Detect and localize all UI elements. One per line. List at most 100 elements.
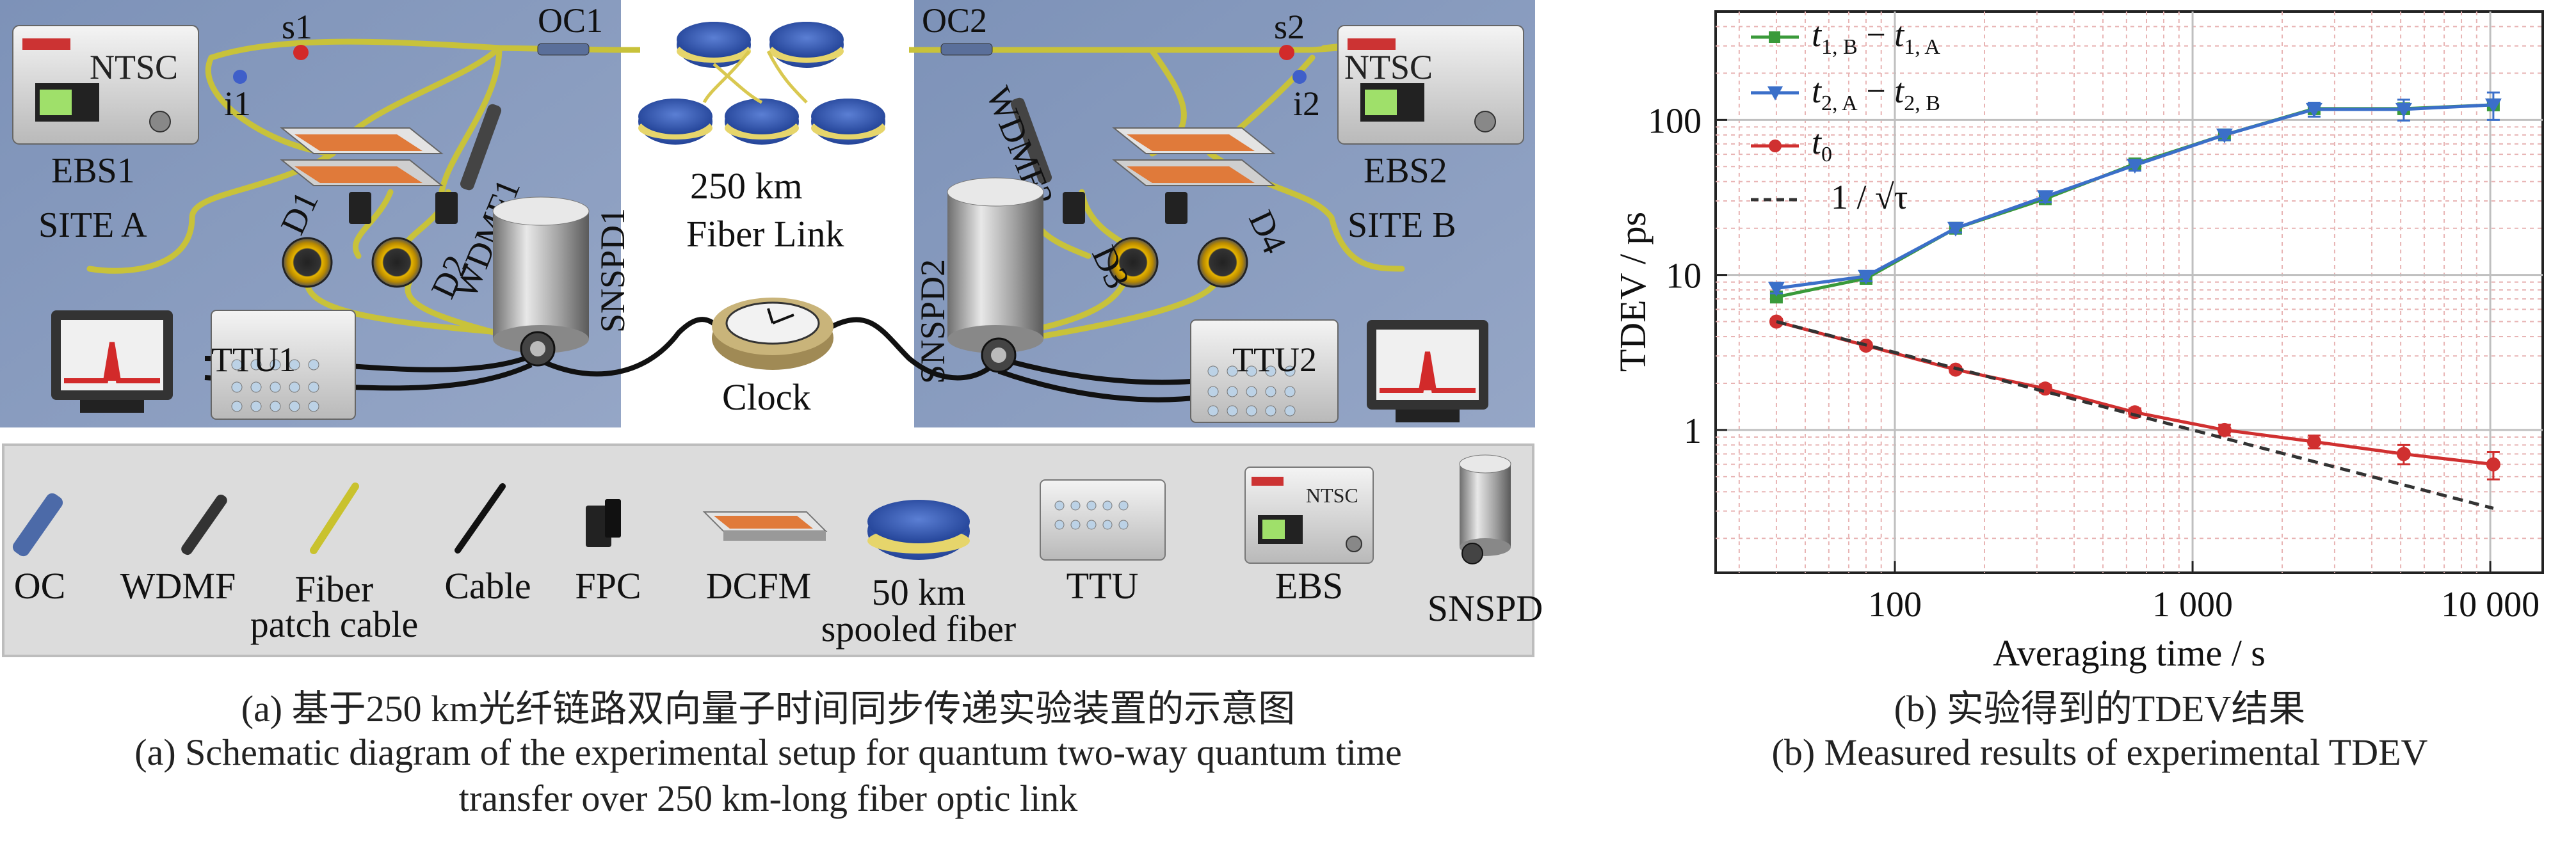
caption-a-chinese: (a) 基于250 km光纤链路双向量子时间同步传递实验装置的示意图 bbox=[241, 688, 1296, 730]
scope-a bbox=[51, 310, 173, 413]
i1-label: i1 bbox=[224, 84, 251, 123]
legend-fpc-label: FPC bbox=[575, 565, 641, 607]
oc2-label: OC2 bbox=[922, 1, 987, 40]
ebs2-brand-label: NTSC bbox=[1344, 48, 1433, 86]
wdmf-icon bbox=[181, 494, 227, 555]
data-point bbox=[2217, 422, 2232, 437]
spooled-fiber-icon bbox=[867, 500, 970, 560]
oc2-coupler bbox=[940, 43, 993, 56]
legend-marker-3 bbox=[1769, 140, 1782, 152]
fpc-2 bbox=[435, 192, 458, 224]
legend-entry-2: t2, A − t2, B bbox=[1812, 72, 1940, 115]
snspd-icon bbox=[1459, 454, 1511, 564]
fiber-spools bbox=[638, 22, 885, 145]
y-axis-label: TDEV / ps bbox=[1612, 212, 1654, 372]
ebs-icon-brand: NTSC bbox=[1306, 484, 1358, 507]
d2-detector bbox=[371, 237, 423, 288]
data-point bbox=[1767, 282, 1785, 297]
data-point bbox=[2036, 190, 2054, 205]
dcfm-b bbox=[1112, 127, 1276, 186]
fiber-patch-icon bbox=[310, 483, 359, 554]
legend-entry-3: t0 bbox=[1812, 123, 1832, 166]
ebs-icon: NTSC bbox=[1244, 467, 1374, 564]
legend-ebs-label: EBS bbox=[1275, 565, 1343, 607]
chart-ticks: 100 1 000 10 000 1 10 100 bbox=[1648, 101, 2540, 625]
legend-ttu-label: TTU bbox=[1067, 565, 1139, 607]
series-line-4 bbox=[1776, 320, 2494, 510]
cable-icon bbox=[455, 483, 506, 554]
y-tick-label: 1 bbox=[1684, 411, 1702, 451]
legend-fiber-label-2: patch cable bbox=[250, 603, 418, 645]
wdmf2-device bbox=[1010, 97, 1052, 184]
x-tick-label: 10 000 bbox=[2441, 585, 2540, 625]
snspd2-device bbox=[947, 177, 1044, 373]
data-point bbox=[2395, 102, 2412, 118]
i1-indicator bbox=[233, 70, 247, 84]
oc1-coupler bbox=[537, 43, 590, 56]
fiber-link-label-1: 250 km bbox=[690, 165, 803, 207]
fpc-3 bbox=[1063, 192, 1085, 224]
legend-spool-label-1: 50 km bbox=[872, 571, 966, 613]
ttu2-label: TTU2 bbox=[1232, 340, 1317, 379]
legend-wdmf-label: WDMF bbox=[120, 565, 236, 607]
d1-detector bbox=[282, 237, 333, 288]
fpc-1 bbox=[349, 192, 371, 224]
s2-label: s2 bbox=[1274, 8, 1305, 46]
ebs1-label: EBS1 bbox=[51, 151, 135, 191]
legend-entry-4: 1 / √τ bbox=[1831, 178, 1908, 216]
oc-icon bbox=[12, 493, 63, 557]
fpc-icon bbox=[586, 499, 621, 547]
schematic-panel: NTSC i1 s1 OC1 EBS1 SITE A WDMF1 D1 D2 bbox=[0, 0, 1535, 427]
scope-b bbox=[1367, 320, 1488, 422]
clock-label: Clock bbox=[722, 376, 811, 418]
oc1-label: OC1 bbox=[538, 1, 603, 40]
dcfm-a bbox=[280, 127, 444, 186]
s2-marker bbox=[1279, 45, 1294, 60]
ebs2-device: NTSC bbox=[1337, 25, 1524, 145]
legend-marker-1 bbox=[1769, 31, 1780, 43]
snspd1-label: SNSPD1 bbox=[593, 208, 632, 333]
i2-indicator bbox=[1292, 70, 1307, 84]
y-tick-label: 10 bbox=[1666, 257, 1702, 296]
s1-marker bbox=[293, 45, 309, 60]
legend-oc-label: OC bbox=[14, 565, 66, 607]
ttu1-label: TTU1 bbox=[211, 340, 296, 379]
legend-spool-label-2: spooled fiber bbox=[821, 608, 1016, 650]
legend-marker-2 bbox=[1767, 86, 1783, 100]
data-point bbox=[2306, 435, 2321, 449]
legend-entry-1: t1, B − t1, A bbox=[1812, 15, 1940, 59]
data-point bbox=[2484, 98, 2502, 113]
data-point bbox=[1947, 221, 1964, 237]
chart-series bbox=[1767, 92, 2502, 510]
d3-detector bbox=[1107, 237, 1159, 288]
clock-device bbox=[712, 298, 833, 370]
ttu-icon bbox=[1040, 479, 1166, 561]
data-point bbox=[2126, 159, 2143, 174]
x-tick-label: 100 bbox=[1868, 585, 1922, 625]
equipment-legend: NTSC OC WDMF Fiber patch cable Cable FPC… bbox=[2, 443, 1543, 657]
caption-a-english-line1: (a) Schematic diagram of the experimenta… bbox=[134, 731, 1402, 773]
s1-label: s1 bbox=[282, 8, 312, 46]
legend-dcfm-label: DCFM bbox=[706, 565, 811, 607]
fiber-link-label-2: Fiber Link bbox=[686, 213, 844, 255]
snspd2-label: SNSPD2 bbox=[914, 259, 952, 384]
legend-snspd-label: SNSPD bbox=[1428, 587, 1543, 629]
data-point bbox=[2305, 102, 2322, 118]
ebs1-brand-label: NTSC bbox=[90, 48, 178, 86]
i2-label: i2 bbox=[1293, 84, 1320, 123]
data-point bbox=[2396, 447, 2411, 461]
x-axis-label: Averaging time / s bbox=[1993, 632, 2266, 674]
y-tick-label: 100 bbox=[1648, 101, 1702, 141]
caption-b-chinese: (b) 实验得到的TDEV结果 bbox=[1894, 688, 2306, 730]
fpc-4 bbox=[1165, 192, 1187, 224]
x-tick-label: 1 000 bbox=[2152, 585, 2233, 625]
ttu1-device bbox=[211, 310, 356, 420]
site-a-label: SITE A bbox=[38, 205, 147, 245]
data-point bbox=[2486, 457, 2500, 472]
legend-cable-label: Cable bbox=[444, 565, 531, 607]
caption-a-english-line2: transfer over 250 km-long fiber optic li… bbox=[458, 778, 1078, 819]
data-point bbox=[1857, 269, 1874, 285]
chart-legend: t1, B − t1, A t2, A − t2, B t0 1 / √τ bbox=[1751, 15, 1940, 216]
d4-detector bbox=[1197, 237, 1248, 288]
